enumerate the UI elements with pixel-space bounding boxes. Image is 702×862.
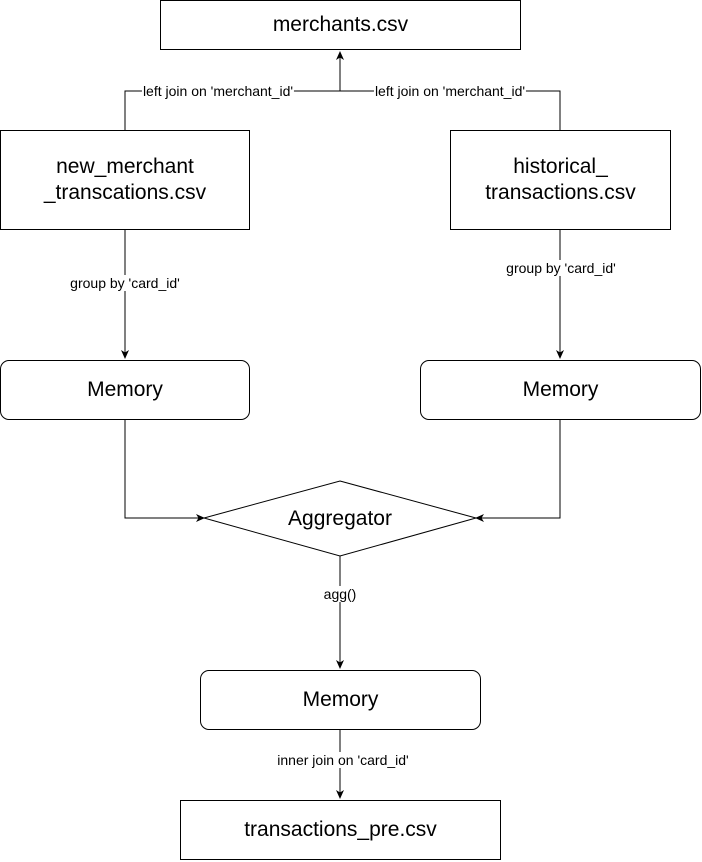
node-aggregator-label: Aggregator — [288, 506, 392, 530]
edge-memory-left-to-aggregator — [124, 420, 205, 522]
edge-label-left-join-left: left join on 'merchant_id' — [141, 83, 295, 99]
edge-label-agg: agg() — [322, 586, 358, 602]
node-memory-bottom-label: Memory — [302, 687, 379, 711]
node-merchants: merchants.csv — [160, 0, 521, 50]
edge-label-inner-join: inner join on 'card_id' — [276, 752, 410, 768]
node-new-merchant-label: new_merchant _transcations.csv — [43, 154, 207, 204]
node-transactions-pre: transactions_pre.csv — [180, 800, 501, 860]
node-aggregator: Aggregator — [203, 480, 477, 557]
node-historical-label: historical_ transactions.csv — [485, 154, 636, 204]
edge-label-group-by-right: group by 'card_id' — [505, 260, 617, 276]
node-merchants-label: merchants.csv — [272, 12, 409, 36]
node-memory-bottom: Memory — [200, 670, 481, 730]
node-transactions-pre-label: transactions_pre.csv — [244, 817, 437, 841]
edge-label-group-by-left: group by 'card_id' — [69, 275, 181, 291]
edge-label-left-join-right: left join on 'merchant_id' — [373, 83, 527, 99]
node-memory-right-label: Memory — [522, 377, 599, 401]
node-historical-transactions: historical_ transactions.csv — [450, 130, 671, 230]
node-new-merchant-transactions: new_merchant _transcations.csv — [0, 130, 250, 230]
aggregator-diamond — [202, 480, 478, 557]
node-memory-left-label: Memory — [87, 377, 163, 401]
node-memory-left: Memory — [0, 360, 250, 420]
node-memory-right: Memory — [420, 360, 701, 420]
edge-memory-right-to-aggregator — [475, 420, 561, 522]
